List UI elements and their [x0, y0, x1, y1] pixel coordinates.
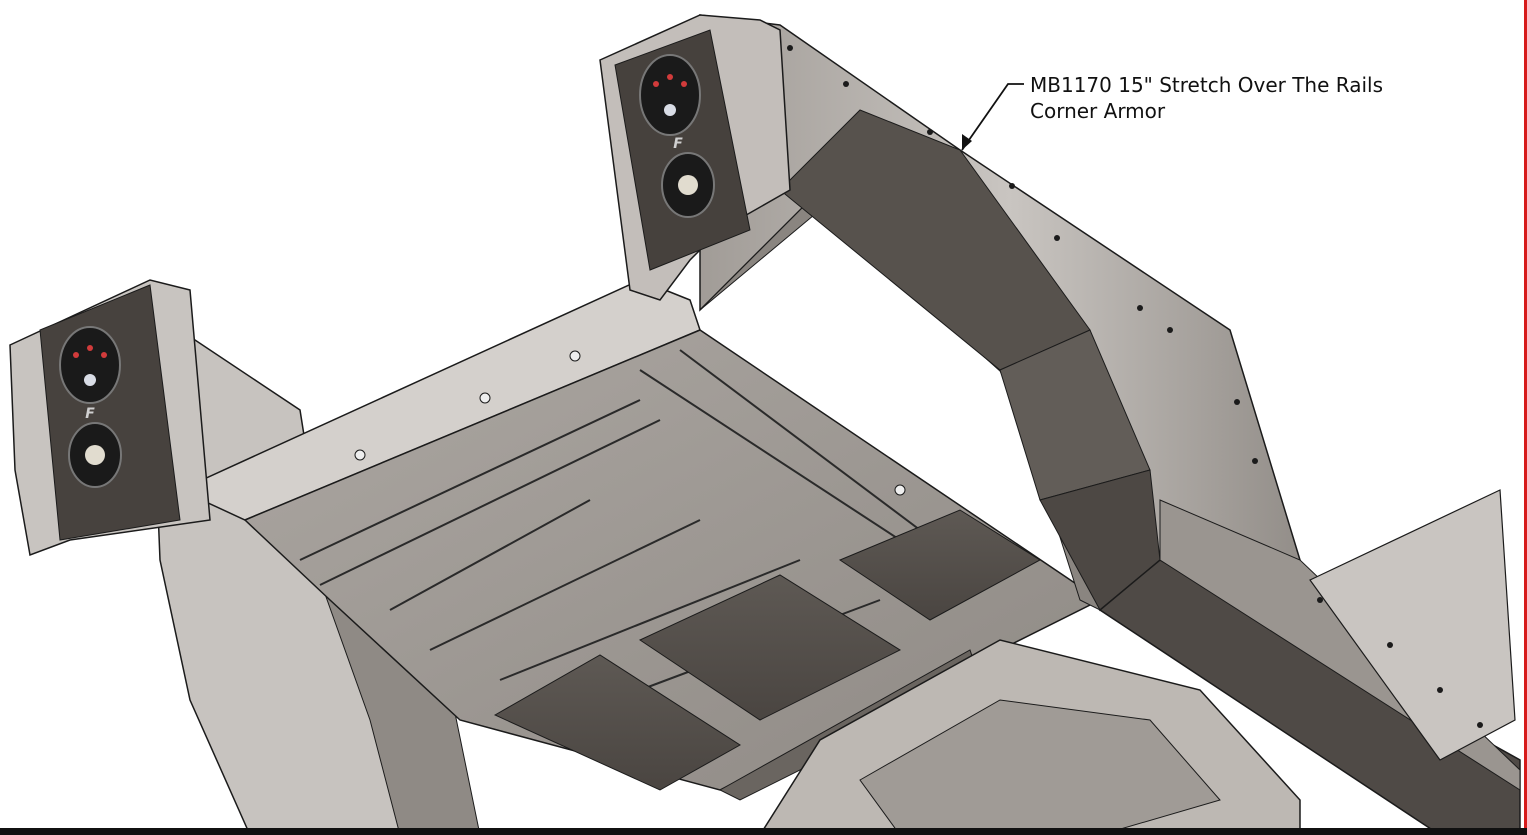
right-rear-panel: [1309, 489, 1516, 761]
bed-side-rail: [178, 279, 701, 521]
floor-plate-2: [638, 574, 902, 721]
bolt-holes: [354, 45, 1483, 728]
svg-text:F: F: [673, 136, 683, 152]
callout-leader: [961, 83, 1024, 151]
floor-plate-3: [838, 509, 1041, 621]
armor-dark-face-top: [779, 109, 1091, 371]
left-gauge-pod: F: [9, 279, 211, 557]
floor-plate-1: [493, 654, 741, 791]
callout-label: MB1170 15" Stretch Over The Rails Corner…: [1030, 72, 1383, 124]
right-bed-channel: [1098, 559, 1521, 835]
cab-floor-detail: [859, 699, 1221, 835]
logo-badge-icon: F: [85, 406, 95, 422]
callout-line-1: MB1170 15" Stretch Over The Rails: [1030, 73, 1383, 97]
frame-border-right: [1524, 0, 1527, 828]
frame-border-bottom: [0, 828, 1527, 835]
callout-line-2: Corner Armor: [1030, 99, 1166, 123]
gauge-cluster-icon: [59, 326, 121, 404]
right-gauge-pod: F: [599, 14, 791, 301]
